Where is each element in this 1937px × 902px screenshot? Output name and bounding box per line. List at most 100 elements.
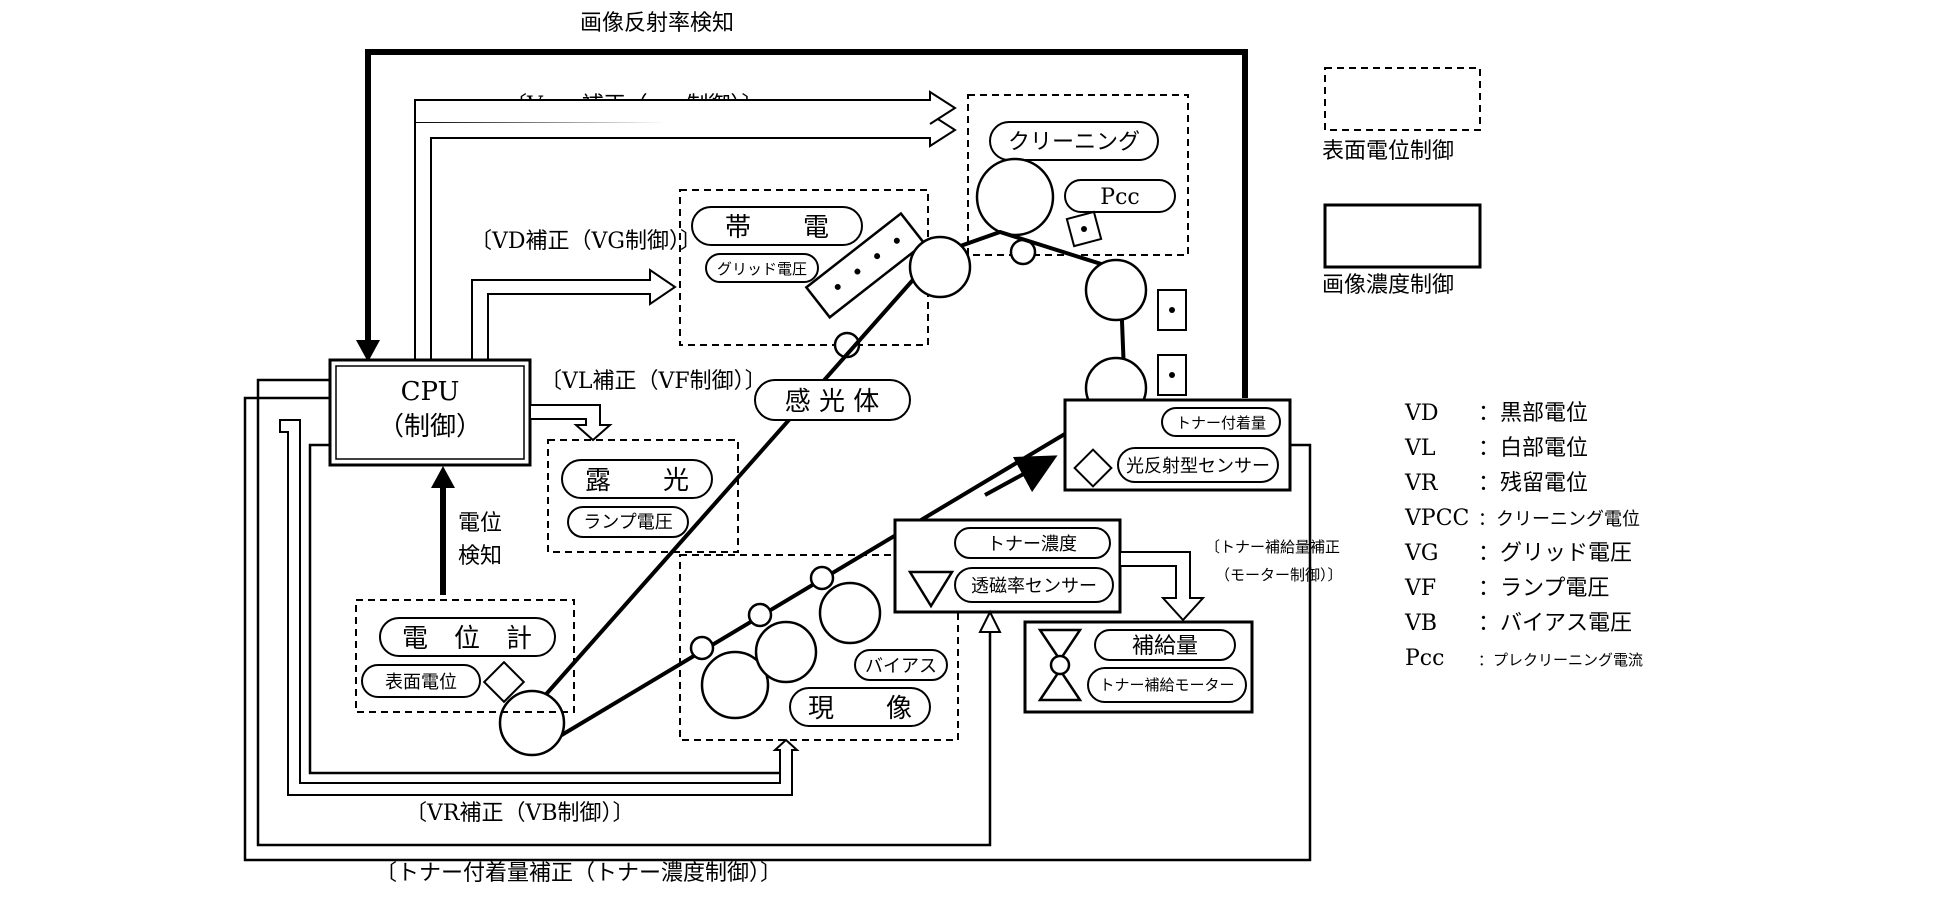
dev-small-1 (689, 635, 715, 661)
charging-label: 帯 電 (725, 213, 829, 243)
permeability-sensor-triangle (907, 570, 955, 609)
charging-pill (691, 206, 863, 246)
cpu-box-inner (335, 365, 525, 460)
corona-charger (804, 211, 927, 320)
reflectance-detection-label: 画像反射率検知 (580, 11, 734, 36)
photoreceptor-label: 感 光 体 (785, 387, 880, 417)
symbol-key: VPCC (1404, 506, 1469, 531)
cleaning-label: クリーニング (1008, 130, 1140, 155)
permeability-sensor-label: 透磁率センサー (971, 576, 1097, 597)
pcc-label: Pcc (1100, 185, 1139, 210)
supply-arrow (1119, 551, 1206, 622)
legend-dashed-label: 表面電位制御 (1322, 139, 1454, 164)
toner-supply-correction-2: （モーター制御）〕 (1215, 566, 1343, 584)
sensor-plate-top (1157, 289, 1187, 331)
electrometer-unit-box (355, 599, 575, 713)
symbol-key: VB (1404, 611, 1437, 636)
dev-small-2 (747, 602, 773, 628)
legend-dashed-swatch (1324, 67, 1481, 131)
surface-potential-label: 表面電位 (385, 672, 457, 693)
exposure-unit-box (547, 439, 739, 553)
legend-solid-label: 画像濃度制御 (1322, 273, 1454, 298)
belt-roller-bottom (498, 689, 566, 757)
sensor-plate-top-dot (1169, 307, 1175, 313)
dev-roller-3 (818, 581, 882, 645)
symbol-key: VF (1404, 576, 1436, 601)
belt-roller-left-top (908, 235, 972, 299)
toner-adhesion-feedback-arrowhead (978, 609, 1002, 633)
surface-potential-pill (361, 664, 481, 698)
potential-detect-label-1: 電位 (458, 511, 502, 536)
exposure-label: 露 光 (585, 466, 689, 496)
supply-motor-label: トナー補給モーター (1099, 676, 1234, 694)
symbol-key: VG (1404, 541, 1438, 566)
development-label: 現 像 (808, 694, 912, 724)
symbol-desc: ：白部電位 (1478, 436, 1588, 461)
development-unit-box (679, 554, 959, 741)
reflective-sensor-label: 光反射型センサー (1126, 456, 1270, 477)
symbol-desc: ：クリーニング電位 (1478, 509, 1640, 530)
cpu-sublabel: （制御） (378, 412, 482, 442)
supply-motor-icon (1037, 628, 1083, 702)
electrometer-probe (482, 660, 526, 704)
photoreceptor-pill (754, 379, 911, 421)
cleaning-pill (989, 121, 1159, 161)
reflective-sensor-pill (1117, 447, 1279, 483)
dev-small-3 (809, 565, 835, 591)
potential-detect-arrowhead (431, 466, 455, 488)
belt-direction-arrow (984, 455, 1058, 497)
symbol-desc: ：バイアス電圧 (1478, 611, 1632, 636)
toner-adhesion-pill (1161, 407, 1281, 437)
grid-voltage-label: グリッド電圧 (717, 260, 807, 278)
development-pill (789, 687, 931, 727)
lamp-voltage-label: ランプ電圧 (583, 512, 672, 533)
toner-supply-correction-1: 〔トナー補給量補正 (1205, 538, 1340, 556)
symbol-desc: ：ランプ電圧 (1478, 576, 1609, 601)
electrometer-pill (379, 617, 556, 657)
cpu-label: CPU (401, 377, 460, 407)
symbol-desc: ：プレクリーニング電流 (1478, 651, 1643, 669)
toner-density-label: トナー濃度 (987, 534, 1077, 555)
lamp-voltage-pill (567, 506, 689, 538)
supply-pill (1094, 629, 1236, 661)
symbol-desc: ：残留電位 (1478, 471, 1588, 496)
toner-density-pill (954, 527, 1111, 559)
cleaning-roller (975, 157, 1055, 237)
sensor-plate-bottom-dot (1169, 372, 1175, 378)
symbol-key: VR (1404, 471, 1439, 496)
electrometer-label: 電 位 計 (402, 624, 532, 654)
legend-solid-swatch (1323, 203, 1482, 269)
reflective-sensor-element (1073, 448, 1113, 488)
symbol-key: VD (1404, 401, 1439, 426)
permeability-sensor-pill (954, 567, 1114, 603)
toner-adhesion-correction-label: 〔トナー付着量補正（トナー濃度制御）〕 (375, 861, 782, 886)
vd-arrow (471, 268, 677, 361)
reflectance-feedback-line (365, 49, 1248, 398)
pcc-charger-dot (1081, 226, 1087, 232)
supply-motor-pill (1087, 667, 1247, 703)
vr-feedback-arrow (279, 419, 800, 796)
symbol-list: VD ：黒部電位 VL ：白部電位 VR ：残留電位 VPCC ：クリーニング電… (1404, 401, 1643, 671)
vl-arrow (529, 404, 613, 442)
toner-adhesion-label: トナー付着量 (1176, 414, 1266, 432)
symbol-desc: ：グリッド電圧 (1478, 541, 1632, 566)
symbol-key: Pcc (1405, 646, 1444, 671)
reflectance-feedback-arrowhead (356, 340, 380, 362)
potential-detect-label-2: 検知 (458, 544, 502, 569)
exposure-pill (561, 459, 713, 499)
vr-feedback-line (308, 443, 780, 775)
symbol-desc: ：黒部電位 (1478, 401, 1588, 426)
vpcc-arrow-upper (414, 90, 957, 125)
bias-pill (854, 649, 948, 681)
dev-roller-1 (700, 650, 770, 720)
cpu-box (328, 358, 532, 467)
vr-correction-label: 〔VR補正（VB制御）〕 (405, 801, 635, 826)
toner-adhesion-feedback-line (256, 378, 992, 847)
symbol-key: VL (1404, 436, 1436, 461)
supply-label: 補給量 (1132, 634, 1198, 659)
vl-correction-label: 〔VL補正（VF制御）〕 (540, 369, 767, 394)
belt-roller-right-top (1084, 258, 1148, 322)
dev-roller-2 (754, 620, 818, 684)
toner-adhesion-feedback-line-2 (243, 396, 1312, 862)
